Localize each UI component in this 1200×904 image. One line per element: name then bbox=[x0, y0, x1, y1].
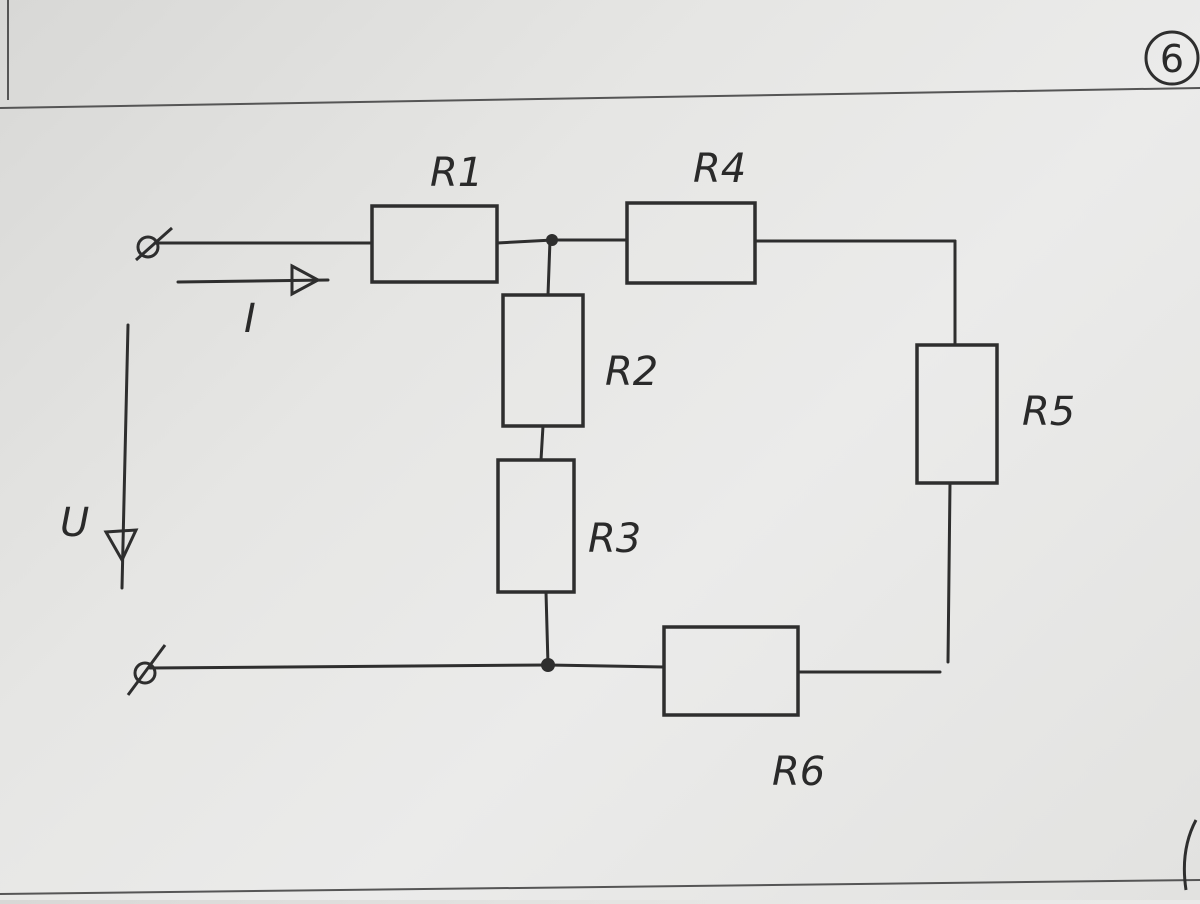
wire-r3-to-junction bbox=[544, 590, 550, 667]
wire-r1-to-junction bbox=[495, 238, 555, 245]
label-r5: R5 bbox=[1022, 389, 1075, 435]
page-number-badge: 6 bbox=[1144, 30, 1200, 86]
label-r3: R3 bbox=[588, 516, 641, 562]
wire-r6-to-junction bbox=[546, 663, 666, 669]
resistor-r4 bbox=[625, 201, 757, 285]
label-current: I bbox=[244, 296, 256, 342]
resistor-r5 bbox=[915, 343, 999, 485]
paper-rule-bottom bbox=[0, 879, 1200, 895]
resistor-r3 bbox=[496, 458, 576, 594]
resistor-r6 bbox=[662, 625, 800, 717]
label-voltage: U bbox=[60, 500, 89, 546]
label-r6: R6 bbox=[772, 749, 825, 795]
resistor-r1 bbox=[370, 204, 499, 284]
label-r4: R4 bbox=[693, 146, 746, 192]
junction-dot-bottom bbox=[541, 658, 555, 672]
resistor-r2 bbox=[501, 293, 585, 428]
wire-junction-to-input bbox=[148, 663, 550, 670]
page-number-circle bbox=[1144, 30, 1200, 86]
wire-r5-to-bottom bbox=[946, 481, 952, 664]
current-arrow bbox=[176, 263, 330, 297]
label-r1: R1 bbox=[430, 150, 483, 196]
junction-dot-top bbox=[546, 234, 558, 246]
page-number: 6 bbox=[1160, 37, 1184, 81]
label-r2: R2 bbox=[605, 349, 658, 395]
input-terminal-bottom bbox=[126, 644, 167, 696]
partial-circle-next-page bbox=[1182, 819, 1198, 891]
input-terminal-top bbox=[135, 226, 173, 262]
wire-junction-to-r2 bbox=[546, 238, 552, 297]
wire-r2-to-r3 bbox=[539, 424, 545, 462]
paper-rule-top bbox=[0, 87, 1200, 109]
voltage-arrow bbox=[103, 323, 139, 590]
